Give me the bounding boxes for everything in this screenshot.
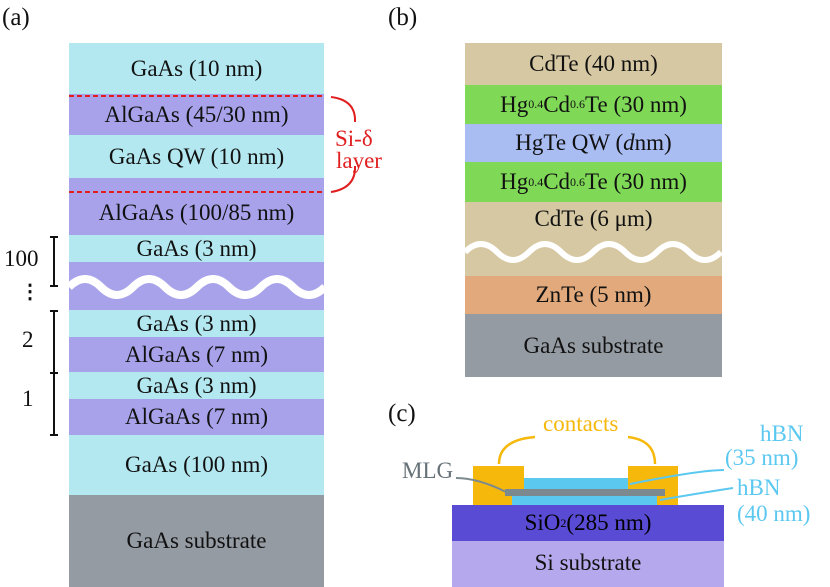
- si-delta-bracket-bottom: [330, 165, 357, 193]
- hbn-top-pointer: [629, 469, 725, 485]
- layer-cdte-cap: CdTe (40 nm): [465, 43, 722, 85]
- panel-label-b: (b): [388, 4, 418, 31]
- repeat-label-2: 2: [22, 327, 34, 352]
- layer-gaas-substrate-a: GaAs substrate: [69, 495, 324, 587]
- layer-gaas-substrate-b: GaAs substrate: [465, 314, 722, 377]
- repeat-bracket-1: [50, 372, 58, 436]
- hbn-bottom-pointer: [659, 487, 734, 501]
- contacts-label: contacts: [543, 411, 619, 436]
- si-delta-bracket-top: [330, 96, 357, 123]
- hbn-bottom-label: hBN: [737, 475, 781, 500]
- break-wave-a: [66, 275, 328, 299]
- layer-algaas-sl-2: AlGaAs (7 nm): [69, 337, 324, 372]
- repeat-label-1: 1: [22, 386, 34, 411]
- layer-cdte-buffer: CdTe (6 μm): [465, 202, 722, 276]
- panel-label-a: (a): [2, 4, 30, 31]
- layer-algaas-bottom-barrier: AlGaAs (100/85 nm): [69, 178, 324, 235]
- si-substrate-label: Si substrate: [534, 550, 642, 575]
- hbn-top-thickness: (35 nm): [725, 445, 799, 470]
- hbn-top-layer: [524, 478, 628, 489]
- hbn-top-label: hBN: [760, 421, 804, 446]
- repeat-bracket-2: [50, 310, 58, 373]
- layer-gaas-cap: GaAs (10 nm): [69, 43, 324, 94]
- hbn-bottom-layer: [512, 496, 657, 505]
- si-substrate-layer: [452, 541, 724, 587]
- break-wave-b: [462, 241, 724, 263]
- layer-gaas-buffer: GaAs (100 nm): [69, 435, 324, 495]
- layer-hgte-qw: HgTe QW (d nm): [465, 124, 722, 162]
- mlg-pointer: [455, 477, 507, 493]
- panel-label-c: (c): [388, 400, 416, 427]
- si-delta-label-line1: Si-δ: [335, 126, 373, 151]
- repeat-label-100: 100: [4, 246, 39, 271]
- repeat-label-dots: ⋮: [20, 281, 40, 303]
- si-delta-label-line2: layer: [336, 148, 382, 173]
- sio2-layer: [452, 505, 724, 541]
- layer-algaas-sl-1: AlGaAs (7 nm): [69, 399, 324, 435]
- mlg-label: MLG: [402, 458, 454, 483]
- layer-gaas-sl-1: GaAs (3 nm): [69, 372, 324, 399]
- contacts-pointer-left: [497, 435, 536, 465]
- mlg-layer: [505, 489, 665, 496]
- repeat-bracket-100: [50, 236, 58, 287]
- hbn-bottom-thickness: (40 nm): [737, 501, 811, 526]
- layer-gaas-sl-100: GaAs (3 nm): [69, 235, 324, 262]
- layer-algaas-top-barrier: AlGaAs (45/30 nm): [69, 94, 324, 135]
- contacts-pointer-right: [627, 435, 657, 465]
- layer-gaas-qw: GaAs QW (10 nm): [69, 135, 324, 178]
- layer-gaas-sl-2: GaAs (3 nm): [69, 310, 324, 337]
- layer-znte: ZnTe (5 nm): [465, 276, 722, 314]
